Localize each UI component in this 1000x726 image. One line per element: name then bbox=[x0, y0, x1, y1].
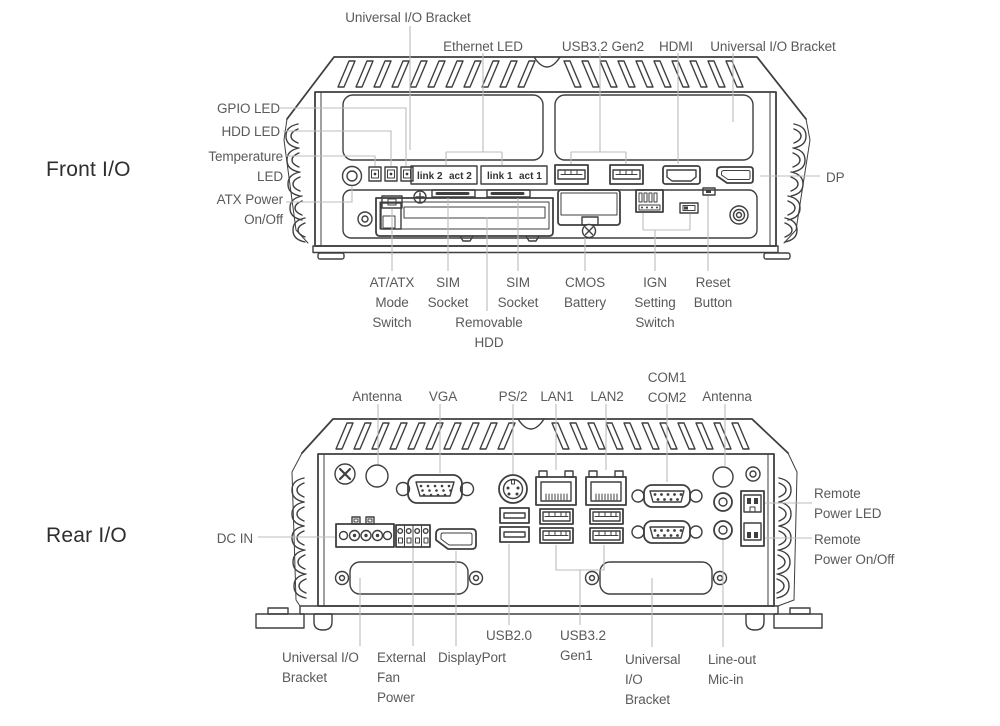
label-gpio-led: GPIO LED bbox=[217, 101, 280, 116]
removable-hdd-tray bbox=[375, 197, 554, 242]
antenna-hole-left bbox=[365, 464, 389, 488]
link2-label: link 2 bbox=[417, 171, 443, 182]
label-usb20: USB2.0 bbox=[486, 628, 532, 643]
label-dp: DP bbox=[826, 170, 845, 185]
label-ign-setting-switch: IGN Setting Switch bbox=[634, 275, 676, 330]
front-section-title: Front I/O bbox=[46, 158, 131, 181]
reset-button bbox=[702, 187, 716, 196]
label-rear-universal-io-bracket-left: Universal I/O Bracket bbox=[282, 650, 359, 685]
atx-power-button bbox=[341, 165, 363, 187]
dp-port bbox=[716, 166, 754, 184]
hdd-tray-screw bbox=[413, 190, 427, 204]
front-foot-left bbox=[317, 252, 345, 260]
displayport-port bbox=[435, 528, 477, 550]
line-out-jack bbox=[713, 492, 733, 512]
label-remote-power-led: Remote Power LED bbox=[814, 486, 882, 521]
label-sim-socket-1: SIM Socket bbox=[427, 275, 469, 310]
slide-switch bbox=[679, 202, 699, 214]
front-side-fins-left bbox=[283, 118, 309, 244]
label-lan1: LAN1 bbox=[540, 389, 574, 404]
front-side-fins-right bbox=[783, 118, 811, 244]
label-removable-hdd: Removable HDD bbox=[455, 315, 523, 350]
label-hdmi: HDMI bbox=[658, 39, 694, 54]
lan1-port bbox=[535, 470, 577, 506]
sim-socket-1 bbox=[431, 189, 476, 198]
com1-port bbox=[631, 484, 703, 508]
label-atx-power-onoff: ATX Power On/Off bbox=[216, 192, 283, 227]
label-usb32-gen2: USB3.2 Gen2 bbox=[561, 39, 645, 54]
label-dc-in: DC IN bbox=[216, 531, 253, 546]
label-front-universal-io-bracket-left: Universal I/O Bracket bbox=[345, 10, 471, 25]
rear-side-fins-left bbox=[291, 452, 307, 607]
rear-heatsink-fins bbox=[301, 418, 789, 454]
hdmi-port bbox=[662, 165, 701, 185]
rear-screw-top-left bbox=[334, 463, 356, 485]
label-rear-universal-io-bracket-right: Universal I/O Bracket bbox=[625, 652, 681, 707]
label-front-universal-io-bracket-right: Universal I/O Bracket bbox=[710, 39, 836, 54]
remote-power-block bbox=[740, 490, 765, 547]
label-antenna-left: Antenna bbox=[352, 389, 402, 404]
ign-setting-switch bbox=[635, 189, 664, 213]
front-foot-right bbox=[763, 252, 791, 260]
label-ps2: PS/2 bbox=[498, 389, 528, 404]
act2-label: act 2 bbox=[449, 171, 472, 182]
label-reset-button: Reset Button bbox=[693, 275, 733, 310]
label-displayport: DisplayPort bbox=[438, 650, 506, 665]
label-com1-com2: COM1 COM2 bbox=[647, 370, 687, 405]
rear-universal-io-bracket-left bbox=[349, 561, 469, 595]
link1-label: link 1 bbox=[487, 171, 513, 182]
mic-in-jack bbox=[713, 520, 733, 540]
front-chassis-drawing: link 2 act 2 link 1 act 1 bbox=[283, 56, 811, 260]
antenna-hole-right bbox=[712, 466, 734, 488]
leader-lines bbox=[258, 26, 820, 647]
rear-screw-top-right bbox=[745, 466, 761, 482]
label-ethernet-led: Ethernet LED bbox=[443, 39, 523, 54]
cmos-battery-screw bbox=[581, 223, 597, 239]
label-temperature-led: Temperature LED bbox=[208, 149, 283, 184]
front-heatsink-fins bbox=[286, 56, 807, 120]
rear-side-fins-right bbox=[776, 452, 798, 607]
front-panel-screw-right bbox=[729, 205, 749, 225]
label-antenna-right: Antenna bbox=[702, 389, 752, 404]
external-fan-power-terminal bbox=[395, 524, 431, 548]
com2-port bbox=[631, 520, 703, 544]
label-vga: VGA bbox=[428, 389, 458, 404]
act1-label: act 1 bbox=[519, 171, 542, 182]
rear-mount-bracket-right bbox=[745, 607, 823, 631]
label-lineout-micin: Line-out Mic-in bbox=[708, 652, 756, 687]
vga-port bbox=[395, 474, 475, 504]
label-usb32-gen1: USB3.2 Gen1 bbox=[560, 628, 606, 663]
label-lan2: LAN2 bbox=[590, 389, 624, 404]
label-external-fan-power: External Fan Power bbox=[377, 650, 426, 705]
rear-section-title: Rear I/O bbox=[46, 524, 127, 547]
rear-chassis-drawing bbox=[255, 418, 823, 631]
rear-universal-io-bracket-right bbox=[599, 561, 713, 595]
label-remote-power-onoff: Remote Power On/Off bbox=[814, 532, 895, 567]
label-sim-socket-2: SIM Socket bbox=[497, 275, 539, 310]
label-hdd-led: HDD LED bbox=[221, 124, 280, 139]
front-panel-screw-left bbox=[357, 211, 373, 227]
rear-mount-bracket-left bbox=[255, 607, 333, 631]
ethernet-led-legend: link 2 act 2 link 1 act 1 bbox=[410, 165, 548, 185]
ps2-port bbox=[498, 474, 528, 504]
rear-base bbox=[299, 605, 779, 615]
front-lower-panel bbox=[342, 189, 758, 239]
front-body bbox=[314, 91, 777, 247]
sim-socket-2 bbox=[486, 189, 531, 198]
front-base bbox=[312, 245, 779, 254]
label-cmos-battery: CMOS Battery bbox=[563, 275, 607, 310]
front-universal-io-bracket-right bbox=[554, 94, 754, 161]
dc-in-terminal bbox=[335, 516, 395, 548]
label-at-atx-mode-switch: AT/ATX Mode Switch bbox=[369, 275, 415, 330]
front-universal-io-bracket-left bbox=[342, 94, 544, 161]
lan2-port bbox=[585, 470, 627, 506]
